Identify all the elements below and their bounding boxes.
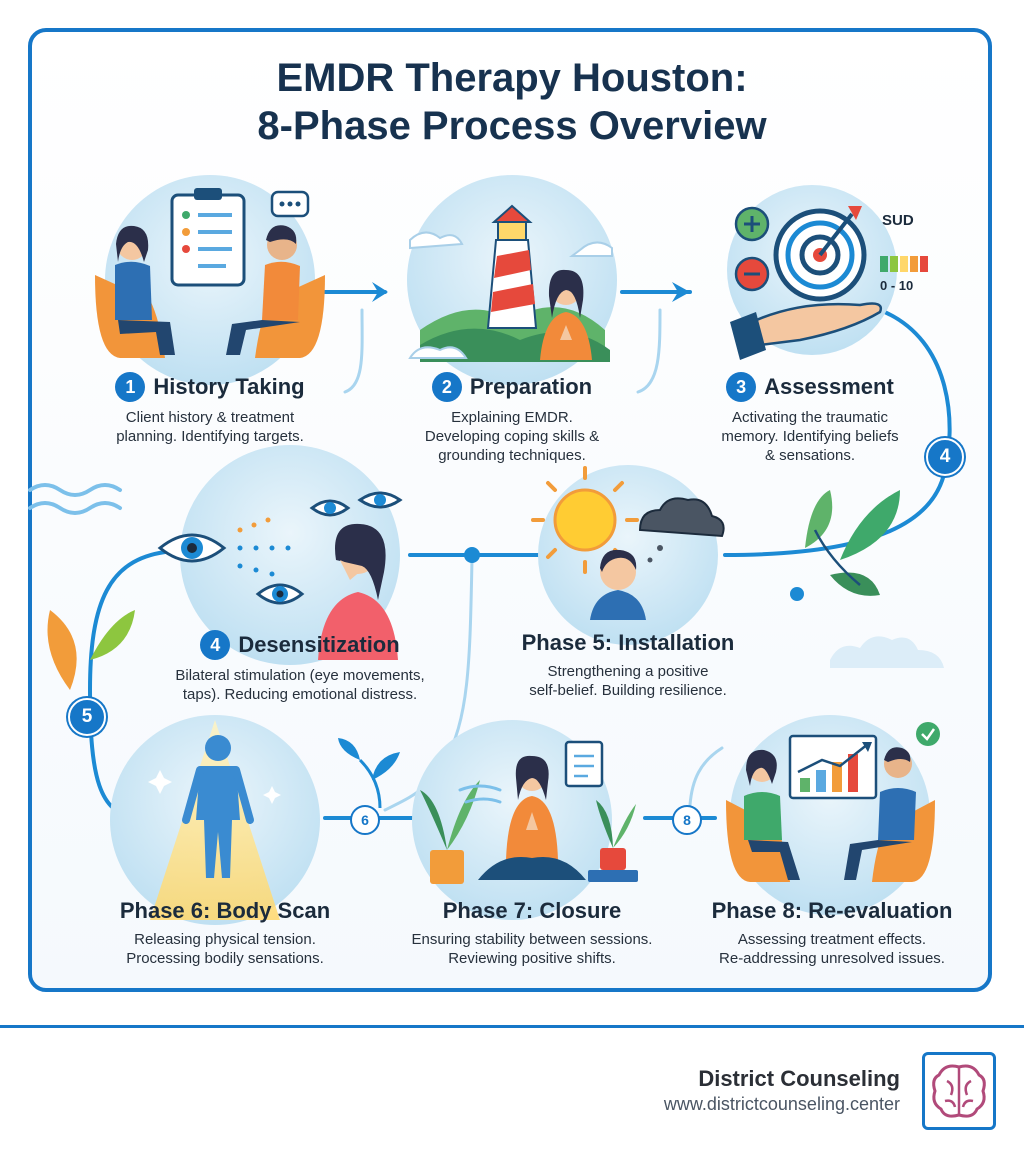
step-assessment: 3 Assessment Activating the traumatic memo…: [650, 372, 970, 465]
assessment-scene: [727, 185, 928, 360]
step-re-evaluation: Phase 8: Re-evaluation Assessing treatme…: [672, 898, 992, 968]
step-title: Phase 8: Re-evaluation: [711, 898, 953, 923]
brain-logo-icon: [922, 1052, 996, 1130]
step-title: History Taking: [153, 374, 305, 399]
step-desc-line: taps). Reducing emotional distress.: [182, 686, 418, 703]
step-desc-line: planning. Identifying targets.: [116, 428, 304, 445]
step-title: Assessment: [764, 374, 894, 399]
step-desc-line: Bilateral stimulation (eye movements,: [175, 667, 425, 684]
step-desc-line: Releasing physical tension.: [134, 931, 316, 948]
brand-name: District Counseling: [698, 1066, 900, 1091]
badge-6: 6: [350, 805, 380, 835]
step-title: Phase 6: Body Scan: [119, 898, 331, 923]
target-icon: [773, 206, 867, 302]
check-icon: [916, 722, 940, 746]
history-taking-scene: [95, 175, 325, 385]
step-desc-line: grounding techniques.: [438, 447, 586, 464]
badge-5: 5: [68, 698, 106, 736]
step-desc-line: Assessing treatment effects.: [737, 931, 927, 948]
step-desc-line: Developing coping skills &: [424, 428, 600, 445]
connector-dot: [464, 547, 480, 563]
step-desc-line: Strengthening a positive: [547, 663, 709, 680]
step-number: 3: [726, 372, 757, 402]
footer-divider: [0, 1025, 1024, 1028]
leaf-icon: [47, 610, 135, 690]
installation-scene: [531, 465, 725, 645]
step-installation: Phase 5: Installation Strengthening a po…: [468, 630, 788, 700]
step-desc-line: Re-addressing unresolved issues.: [719, 950, 945, 967]
step-number: 2: [431, 372, 462, 402]
step-desc-line: Activating the traumatic: [732, 409, 888, 426]
title-line-2: 8-Phase Process Overview: [257, 104, 767, 148]
eye-icon: [357, 491, 403, 509]
clipboard-icon: [170, 193, 246, 287]
step-desc-line: Processing bodily sensations.: [126, 950, 324, 967]
step-closure: Phase 7: Closure Ensuring stability betw…: [372, 898, 692, 968]
step-title: Preparation: [469, 374, 593, 399]
step-desc-line: self-belief. Building resilience.: [529, 682, 727, 699]
step-desc-line: Explaining EMDR.: [451, 409, 573, 426]
desensitization-scene: [157, 445, 403, 665]
badge-4: 4: [926, 438, 964, 476]
brand-url: www.districtcounseling.center: [663, 1094, 900, 1114]
plant-icon: [338, 738, 400, 809]
sun-icon: [531, 466, 639, 574]
eye-icon: [309, 499, 351, 517]
step-desc-line: Client history & treatment: [125, 409, 295, 426]
decor-waves: [28, 483, 122, 515]
hand-icon: [730, 302, 883, 360]
sud-label: SUD: [882, 212, 914, 229]
notebook-icon: [564, 740, 604, 788]
step-desc-line: Ensuring stability between sessions.: [411, 931, 653, 948]
minus-icon: [734, 256, 770, 292]
leaf-icon: [805, 490, 900, 596]
connector-dot: [790, 587, 804, 601]
step-number: 4: [200, 630, 231, 660]
step-title: Phase 5: Installation: [521, 630, 735, 655]
body-scan-scene: [110, 715, 320, 925]
badge-8: 8: [672, 805, 702, 835]
page-title: EMDR Therapy Houston: 8-Phase Process Ov…: [0, 54, 1024, 150]
preparation-scene: [407, 175, 617, 385]
plant-icon: [420, 780, 480, 884]
sud-scale: [880, 256, 928, 272]
step-history-taking: 1 History Taking Client history & treatme…: [50, 372, 370, 446]
step-body-scan: Phase 6: Body Scan Releasing physical te…: [65, 898, 385, 968]
sud-range: 0 - 10: [880, 278, 914, 293]
step-title: Desensitization: [238, 632, 400, 657]
title-line-1: EMDR Therapy Houston:: [276, 56, 748, 100]
closure-scene: [412, 720, 638, 920]
step-desensitization: 4 Desensitization Bilateral stimulation (…: [140, 630, 460, 704]
eye-icon: [157, 533, 227, 563]
chart-icon: [788, 734, 878, 800]
step-desc-line: & sensations.: [764, 447, 856, 464]
plant-icon: [596, 800, 636, 870]
eye-icon: [255, 583, 305, 605]
step-title: Phase 7: Closure: [442, 898, 622, 923]
lighthouse-icon: [486, 204, 538, 329]
plus-icon: [734, 206, 770, 242]
flow-arrowheads: [372, 282, 690, 302]
re-evaluation-scene: [726, 715, 940, 915]
step-number: 1: [115, 372, 146, 402]
cloud-icon: [638, 497, 725, 563]
step-preparation: 2 Preparation Explaining EMDR. Developing …: [352, 372, 672, 465]
step-desc-line: Reviewing positive shifts.: [448, 950, 616, 967]
step-desc-line: memory. Identifying beliefs: [721, 428, 899, 445]
footer-brand: District Counseling www.districtcounseli…: [664, 1066, 900, 1115]
